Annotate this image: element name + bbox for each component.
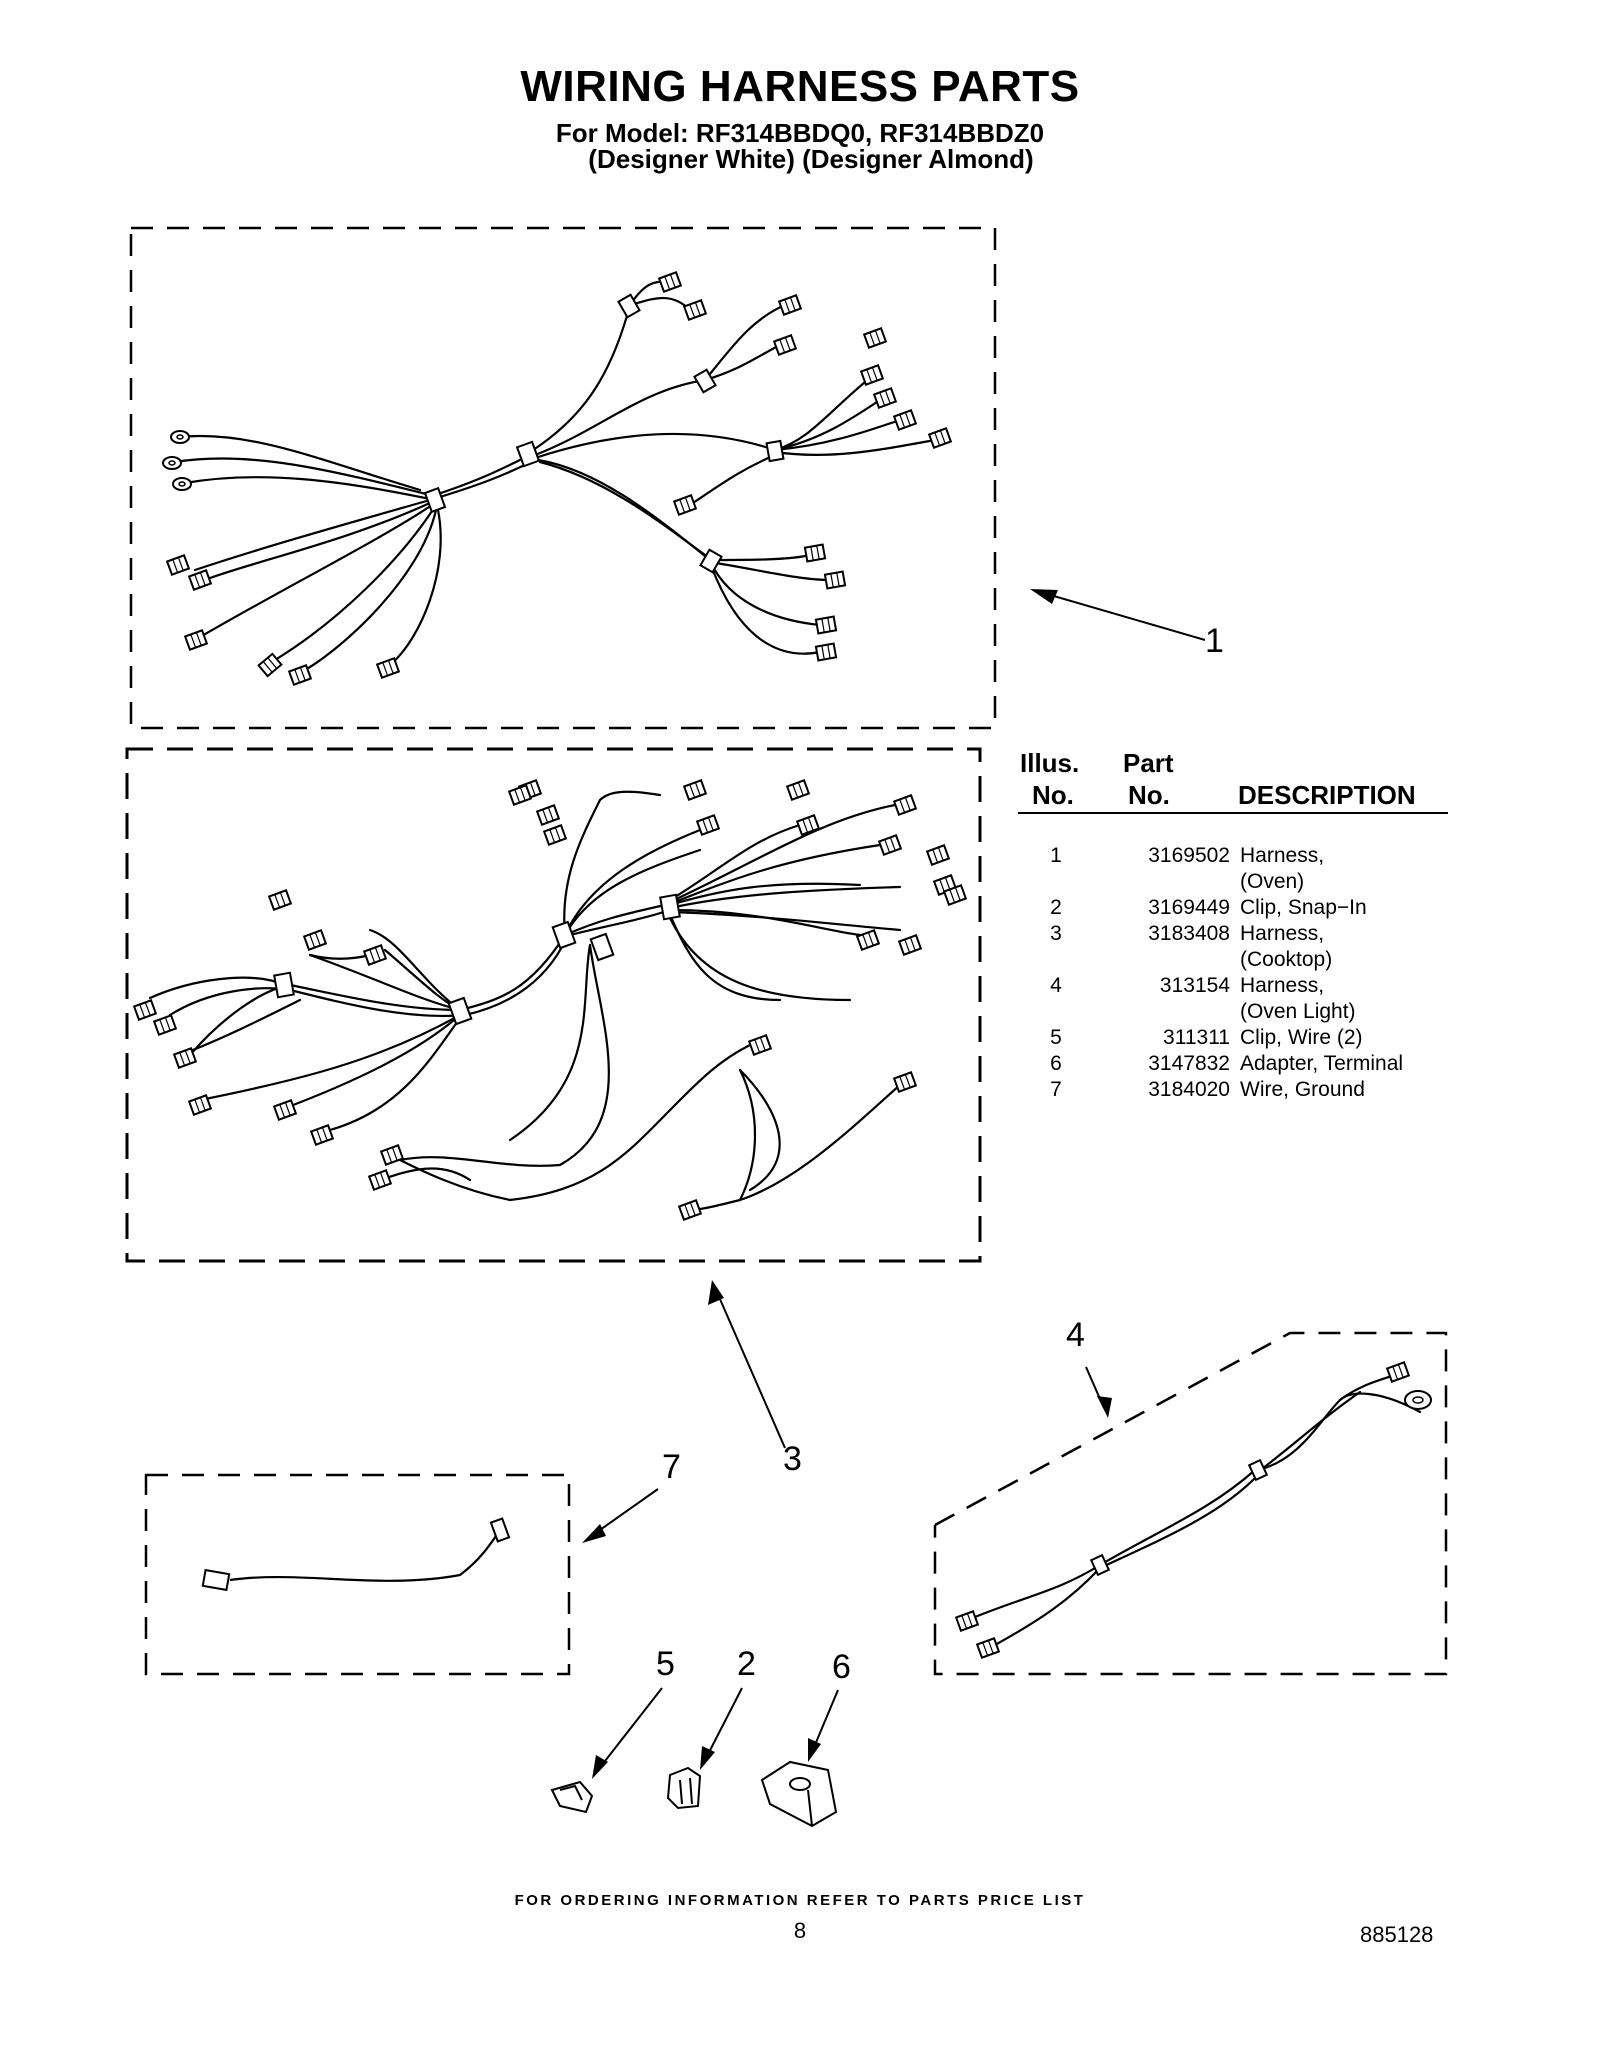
col-header-illus-bottom: No. bbox=[1032, 780, 1074, 810]
callout-2: 2 bbox=[737, 1645, 756, 1683]
callout-5: 5 bbox=[656, 1645, 675, 1683]
table-header-rule bbox=[1018, 812, 1448, 814]
oven-harness-box bbox=[129, 226, 997, 730]
callout-1: 1 bbox=[1205, 622, 1224, 660]
snap-in-clip-part bbox=[666, 1766, 702, 1810]
ground-wire-box bbox=[144, 1473, 571, 1676]
col-header-description: DESCRIPTION bbox=[1238, 780, 1416, 810]
col-header-part-bottom: No. bbox=[1128, 780, 1170, 810]
model-line: For Model: RF314BBDQ0, RF314BBDZ0 bbox=[555, 118, 1045, 148]
callout-7: 7 bbox=[662, 1448, 681, 1486]
terminal-adapter-part bbox=[760, 1760, 838, 1828]
cooktop-harness-wires bbox=[148, 790, 902, 1212]
col-header-part-top: Part bbox=[1123, 748, 1174, 778]
callout-4: 4 bbox=[1066, 1316, 1085, 1354]
ordering-info-note: FOR ORDERING INFORMATION REFER TO PARTS … bbox=[514, 1892, 1086, 1909]
wire-clip-part bbox=[550, 1780, 594, 1814]
color-line: (Designer White) (Designer Almond) bbox=[588, 144, 1034, 174]
cooktop-harness-box bbox=[125, 747, 982, 1263]
page-title: WIRING HARNESS PARTS bbox=[520, 62, 1080, 111]
oven-light-harness-box bbox=[933, 1331, 1448, 1676]
callout-6: 6 bbox=[832, 1648, 851, 1686]
col-header-illus-top: Illus. bbox=[1020, 748, 1080, 778]
callout-3: 3 bbox=[783, 1440, 802, 1478]
page-number: 8 bbox=[793, 1918, 807, 1943]
oven-harness-wires bbox=[173, 280, 937, 672]
callout-3-leader bbox=[715, 1289, 786, 1449]
document-number: 885128 bbox=[1360, 1922, 1434, 1947]
callout-1-leader bbox=[1039, 591, 1206, 641]
